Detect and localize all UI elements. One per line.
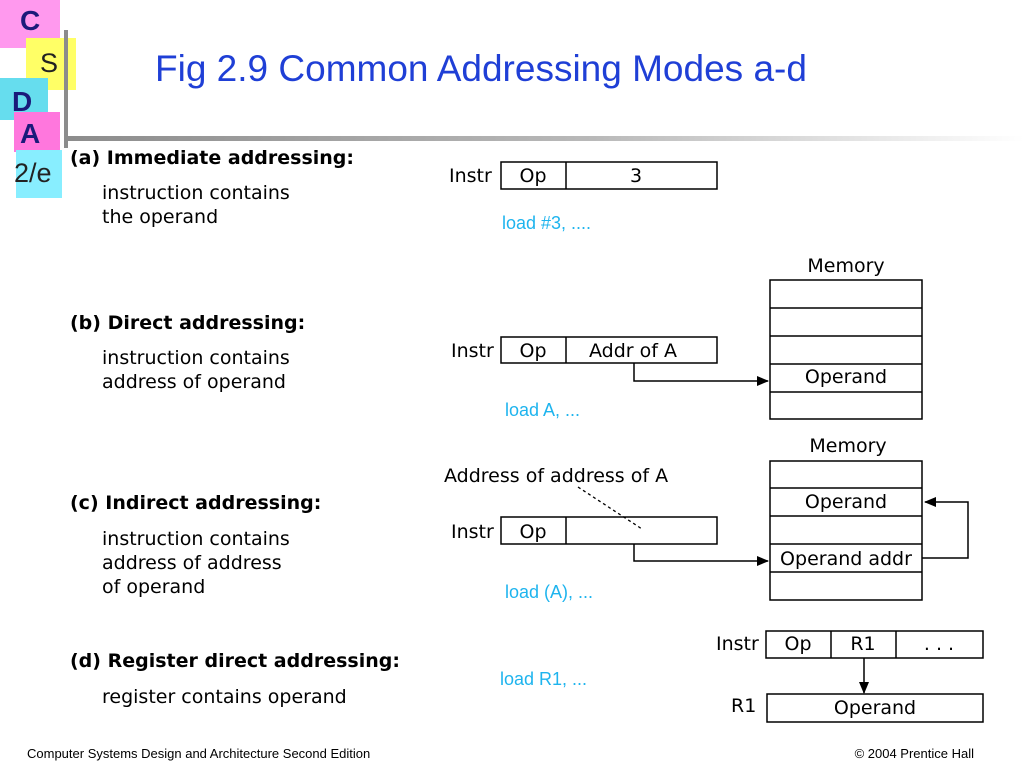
diagram-immediate: Instr Op 3	[449, 161, 718, 190]
instr-box-b	[500, 336, 718, 364]
r1-operand: Operand	[834, 697, 916, 719]
addr-of-addr-note: Address of address of A	[444, 465, 668, 487]
footer-right: © 2004 Prentice Hall	[854, 746, 974, 761]
r1-label: R1	[731, 695, 756, 717]
heading-immediate: (a) Immediate addressing:	[70, 147, 355, 169]
title-vertical-rule	[64, 30, 68, 148]
desc-direct: instruction contains address of operand	[102, 347, 290, 393]
operand-cell-b: Operand	[805, 366, 887, 388]
pointer-arrow-c	[633, 544, 769, 566]
logo-square-a	[14, 112, 60, 152]
memory-label-c: Memory	[809, 435, 886, 457]
instr-box-d	[765, 630, 984, 659]
op-field-d: Op	[784, 633, 811, 655]
op-field-c: Op	[519, 521, 546, 543]
ellipsis-field-d: . . .	[924, 633, 954, 655]
example-register-direct: load R1, ...	[500, 669, 588, 689]
logo-letter-d: D	[12, 86, 33, 117]
instr-box-a	[500, 161, 718, 190]
logo-letter-a: A	[20, 118, 41, 149]
logo-letter-c: C	[20, 5, 41, 36]
diagram-direct: Memory Operand Instr Op Addr of A	[451, 255, 923, 420]
operand-addr-cell-c: Operand addr	[780, 548, 912, 570]
op-field-a: Op	[519, 165, 546, 187]
example-direct: load A, ...	[505, 400, 581, 420]
diagram-register-direct: Instr Op R1 . . . R1 Operand	[716, 630, 984, 723]
example-indirect: load (A), ...	[505, 582, 594, 602]
instr-label-b: Instr	[451, 340, 494, 362]
memory-block-c	[769, 460, 923, 601]
instr-label-c: Instr	[451, 521, 494, 543]
instr-label-a: Instr	[449, 165, 492, 187]
logo-letter-s: S	[40, 48, 59, 78]
addr-field-b: Addr of A	[589, 340, 677, 362]
diagram-indirect: Memory Operand Operand addr Address of a…	[444, 435, 969, 601]
register-field-d: R1	[850, 633, 875, 655]
slide-title: Fig 2.9 Common Addressing Modes a-d	[155, 48, 807, 89]
heading-indirect: (c) Indirect addressing:	[70, 492, 322, 514]
pointer-arrow-b	[633, 363, 769, 386]
heading-register-direct: (d) Register direct addressing:	[70, 650, 400, 672]
immediate-value: 3	[630, 165, 642, 187]
heading-direct: (b) Direct addressing:	[70, 312, 306, 334]
desc-register-direct: register contains operand	[102, 686, 347, 708]
logo-edition: 2/e	[14, 158, 52, 188]
indirect-loop-arrow	[922, 497, 969, 559]
operand-cell-c: Operand	[805, 491, 887, 513]
note-pointer-line	[577, 486, 643, 530]
r1-register-box	[766, 693, 984, 723]
memory-block-b	[769, 279, 923, 420]
op-field-b: Op	[519, 340, 546, 362]
title-rule	[68, 136, 1024, 141]
desc-indirect: instruction contains address of address …	[102, 528, 290, 598]
footer-left: Computer Systems Design and Architecture…	[27, 746, 371, 761]
example-immediate: load #3, ....	[502, 213, 592, 233]
memory-label-b: Memory	[807, 255, 884, 277]
desc-immediate: instruction contains the operand	[102, 182, 290, 228]
logo-square-edition	[16, 150, 62, 198]
instr-label-d: Instr	[716, 633, 759, 655]
instr-box-c	[500, 516, 718, 545]
